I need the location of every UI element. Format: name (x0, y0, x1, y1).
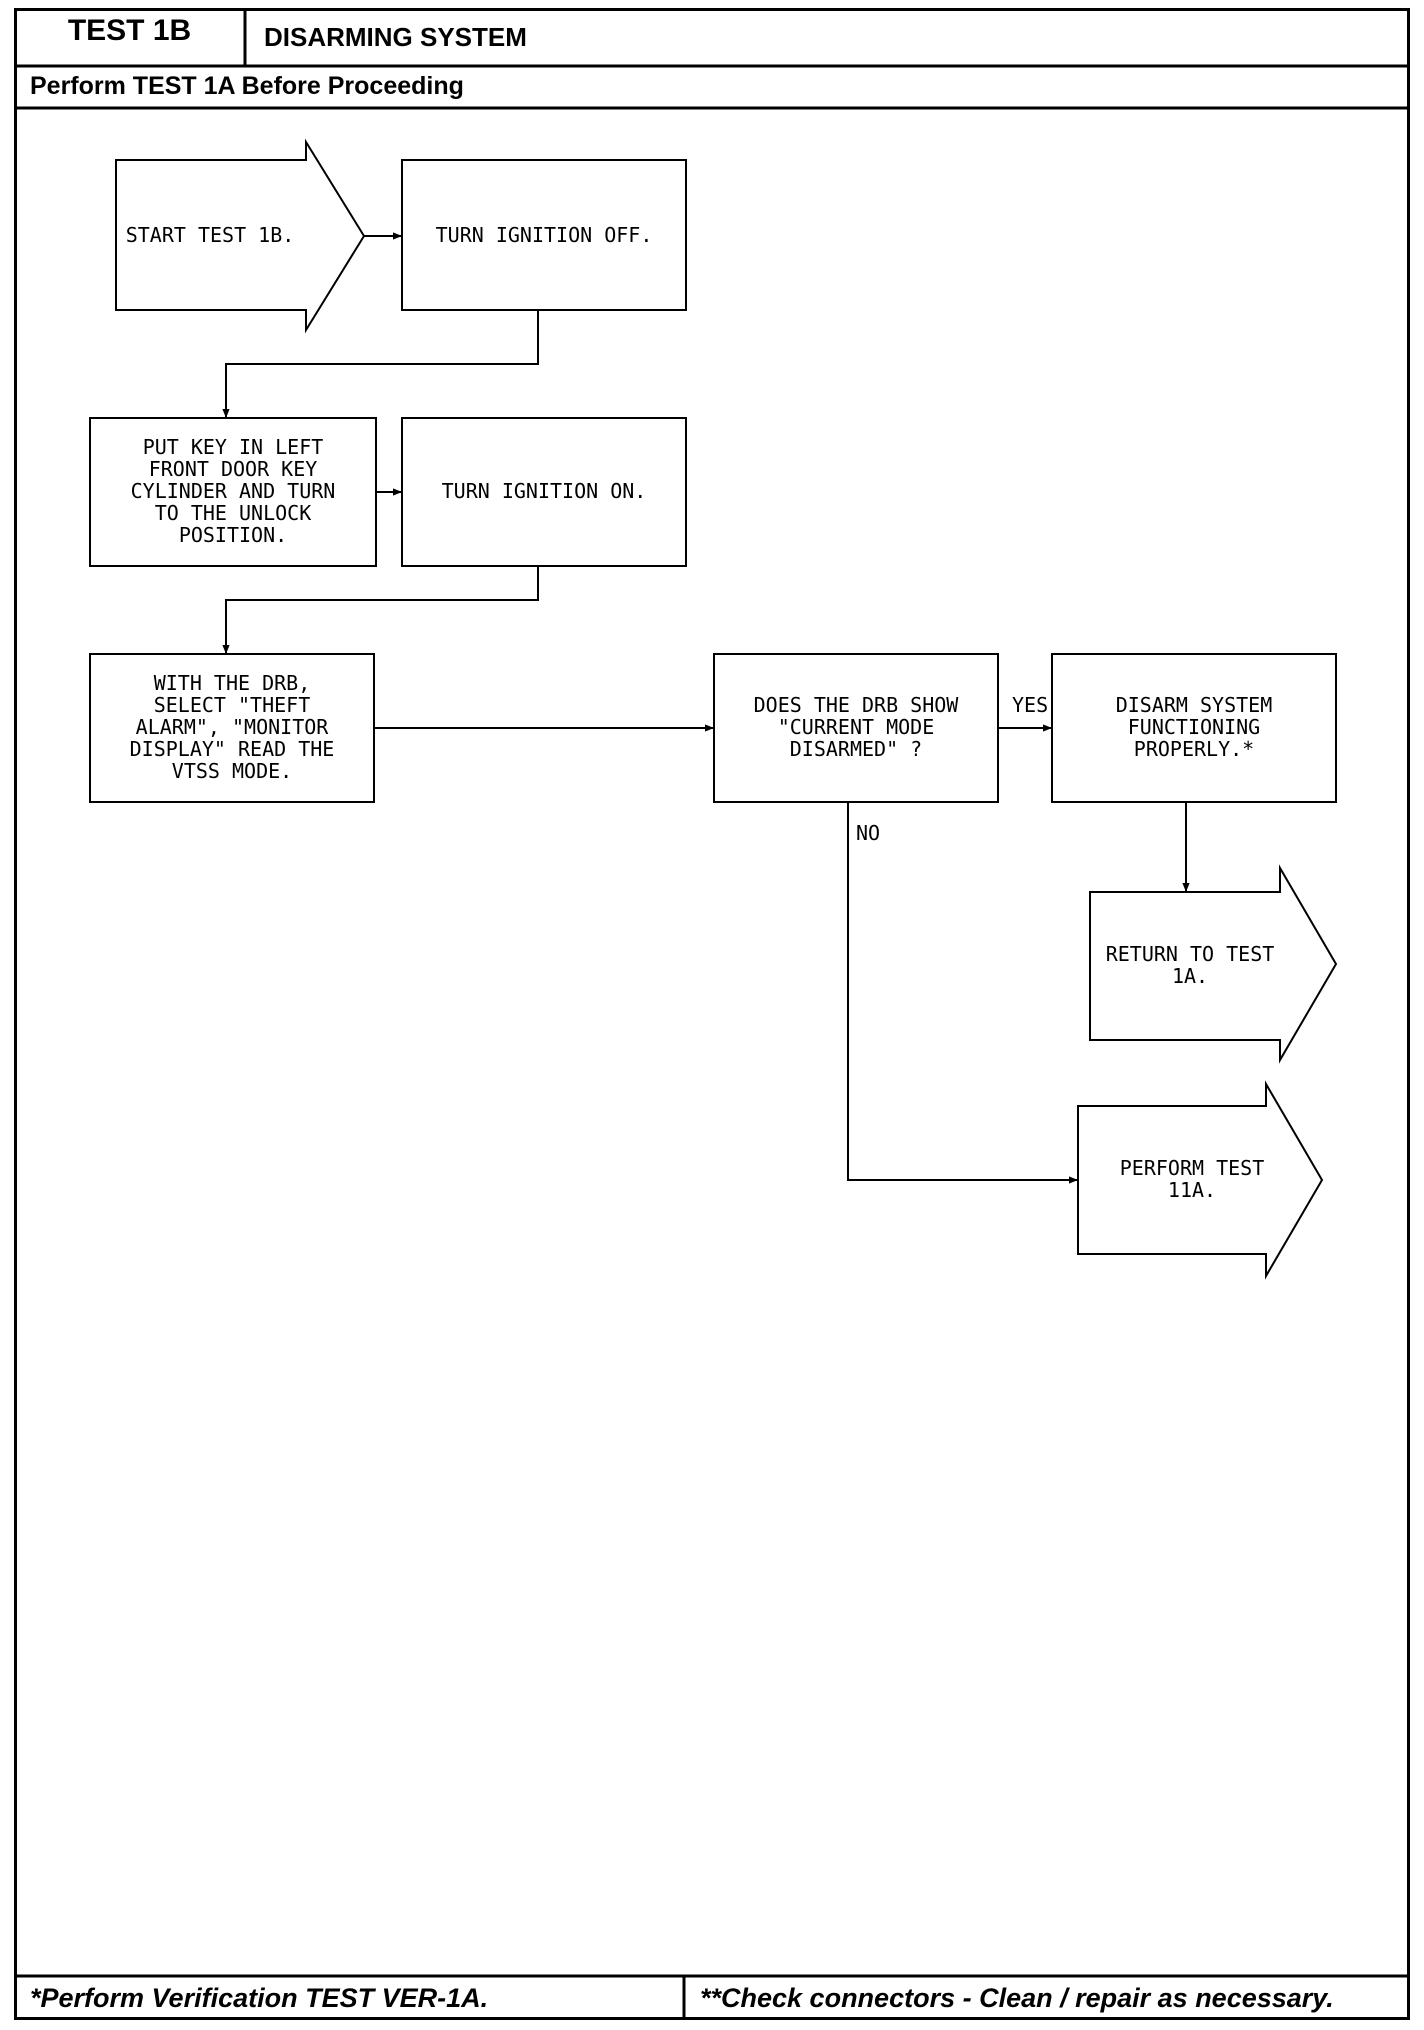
perform-test-arrow (1077, 1080, 1324, 1280)
box-text-line: FUNCTIONING (1128, 715, 1260, 739)
box-text-line: "CURRENT MODE (778, 715, 935, 739)
box-text-line: SELECT "THEFT (154, 693, 311, 717)
section-title: DISARMING SYSTEM (264, 22, 527, 52)
turn-ignition-on-text: TURN IGNITION ON. (442, 479, 647, 503)
test-id-label: TEST 1B (67, 14, 192, 47)
box-text-line: WITH THE DRB, (154, 671, 311, 695)
arrow-decision-no (847, 802, 1078, 1184)
box-text-line: TO THE UNLOCK (155, 501, 312, 525)
arrow-ignition-on-to-drb (222, 566, 539, 654)
box-text-line: DISPLAY" READ THE (130, 737, 335, 761)
start-test-text: START TEST 1B. (126, 223, 295, 247)
box-text-line: 11A. (1168, 1178, 1216, 1202)
box-text-line: RETURN TO TEST (1106, 942, 1275, 966)
box-text-line: DISARMED" ? (790, 737, 922, 761)
box-text-line: TURN IGNITION OFF. (436, 223, 653, 247)
footer-verification-note: *Perform Verification TEST VER-1A. (30, 1983, 489, 2013)
box-text-line: PERFORM TEST (1120, 1156, 1265, 1180)
yes-label: YES (1012, 693, 1048, 717)
start-test-arrow (115, 138, 366, 334)
box-text-line: POSITION. (179, 523, 287, 547)
no-label: NO (856, 821, 880, 845)
box-text-line: PROPERLY.* (1134, 737, 1254, 761)
footer-connectors-note: **Check connectors - Clean / repair as n… (700, 1983, 1334, 2013)
prerequisite-note: Perform TEST 1A Before Proceeding (30, 72, 464, 100)
box-text-line: DOES THE DRB SHOW (754, 693, 960, 717)
box-text-line: TURN IGNITION ON. (442, 479, 647, 503)
box-text-line: VTSS MODE. (172, 759, 292, 783)
arrow-ignition-off-to-key (222, 310, 539, 418)
box-text-line: 1A. (1172, 964, 1208, 988)
box-text-line: ALARM", "MONITOR (136, 715, 330, 739)
box-text-line: CYLINDER AND TURN (131, 479, 336, 503)
box-text-line: PUT KEY IN LEFT (143, 435, 324, 459)
page-frame (14, 8, 1410, 2020)
box-text-line: START TEST 1B. (126, 223, 295, 247)
turn-ignition-off-text: TURN IGNITION OFF. (436, 223, 653, 247)
box-text-line: FRONT DOOR KEY (149, 457, 318, 481)
return-test-arrow (1089, 864, 1338, 1064)
box-text-line: DISARM SYSTEM (1116, 693, 1273, 717)
